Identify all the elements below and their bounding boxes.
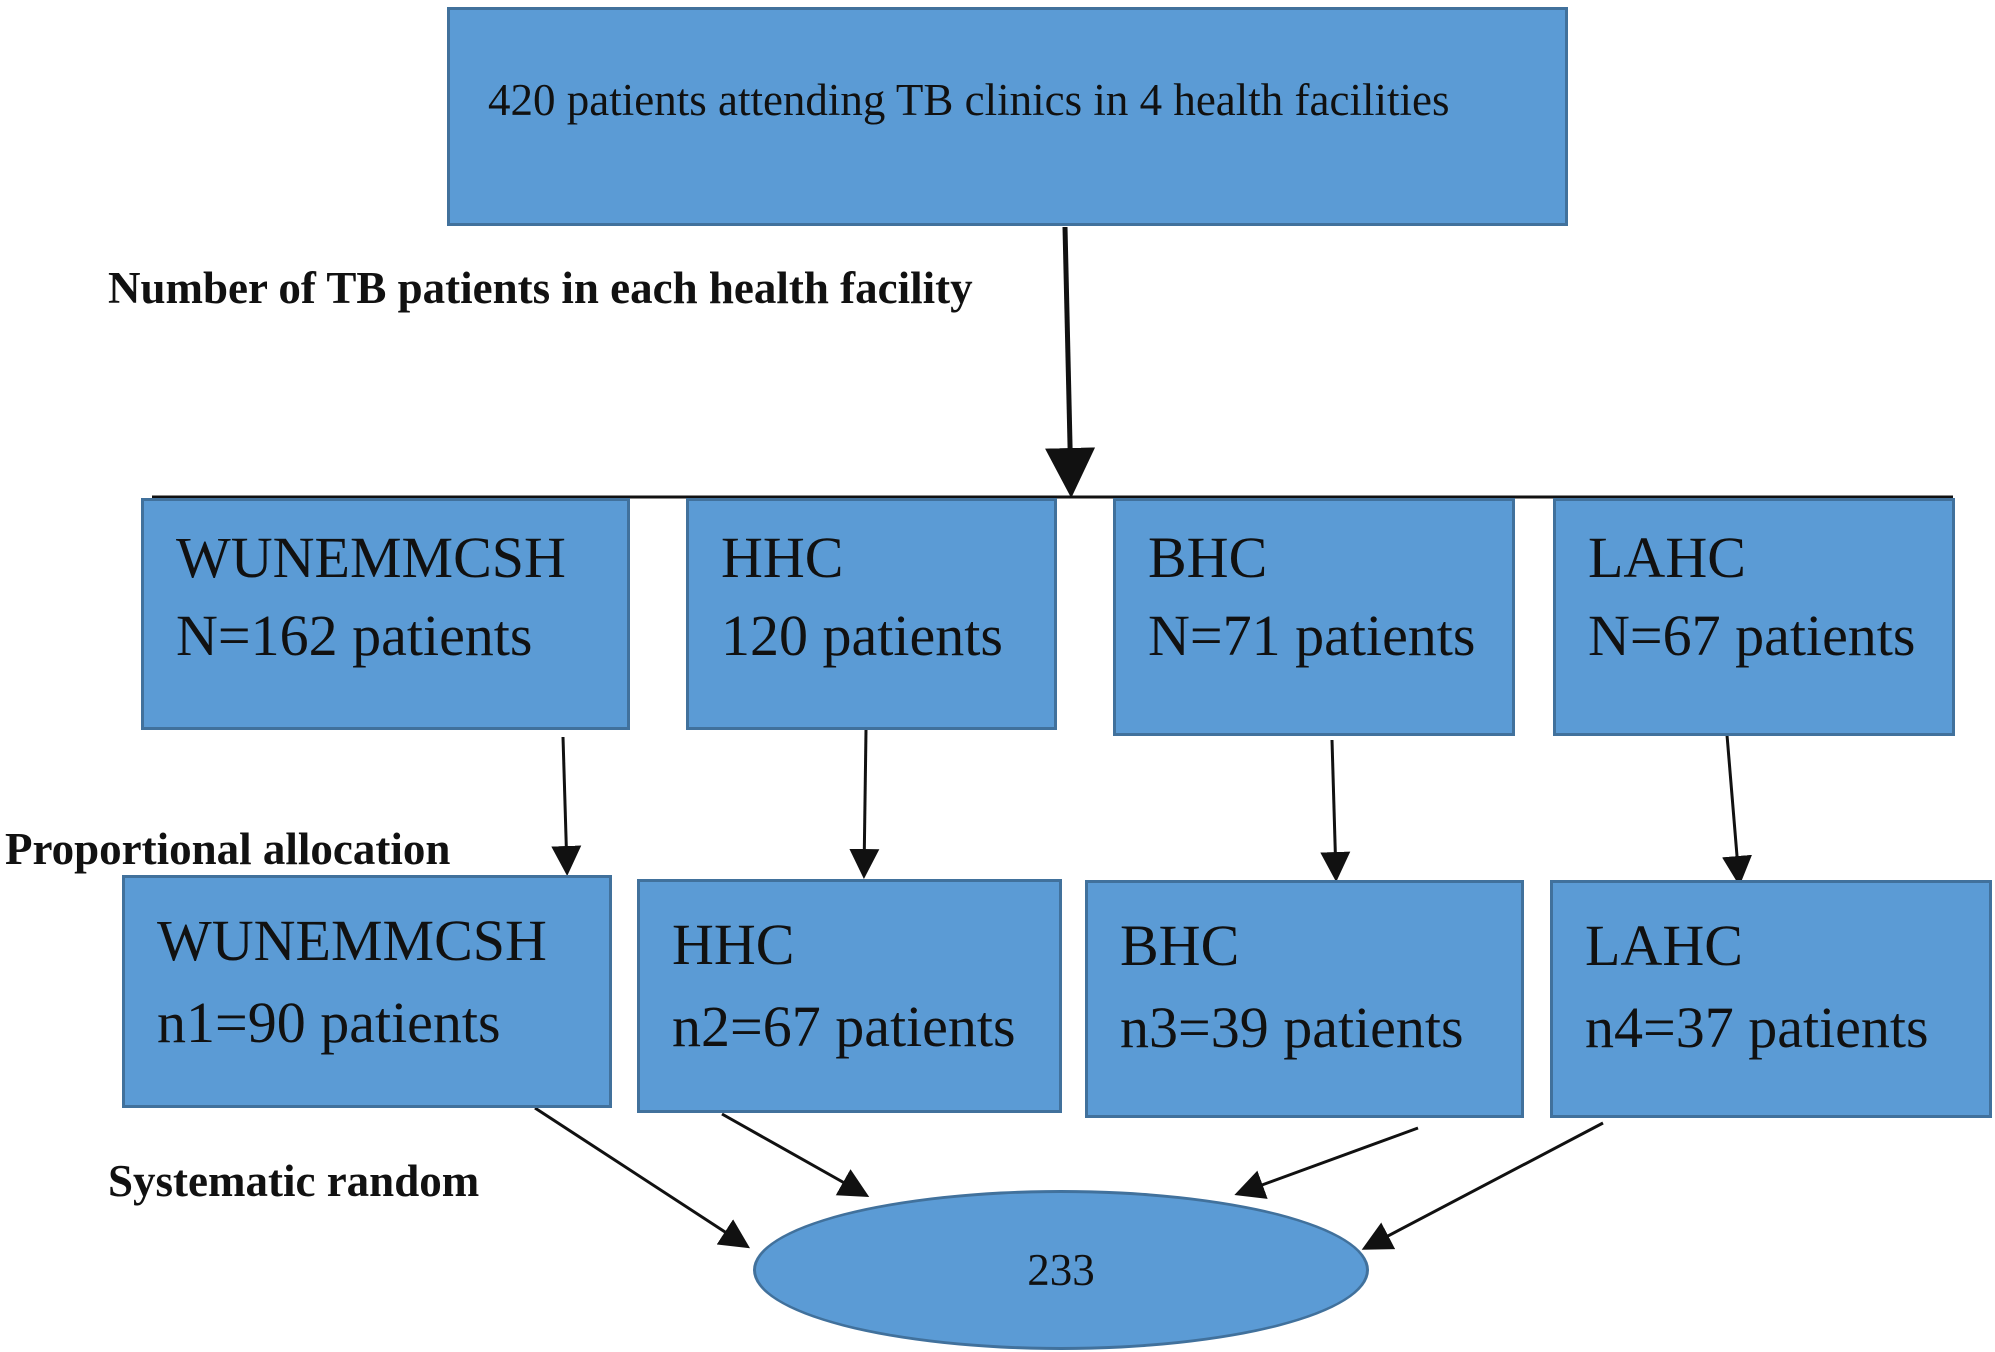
arrow-lahc-allocation [1722, 734, 1752, 886]
label-systematic-random: Systematic random [108, 1156, 480, 1206]
facility-box-lahc: LAHC N=67 patients [1553, 498, 1955, 736]
total-population-text: 420 patients attending TB clinics in 4 h… [488, 75, 1450, 125]
facility-box-hhc: HHC 120 patients [686, 498, 1057, 730]
arrow-top-to-facilities [1045, 226, 1096, 498]
facility-count: N=162 patients [176, 603, 533, 668]
total-sample-ellipse [753, 1190, 1369, 1350]
facility-name: HHC [721, 525, 844, 590]
arrow-wunemmcsh-allocation [551, 736, 582, 876]
arrow-lahc-total [1361, 1121, 1604, 1250]
arrow-bhc-allocation [1320, 739, 1351, 882]
label-facility-count: Number of TB patients in each health fac… [108, 263, 973, 313]
allocation-box-hhc: HHC n2=67 patients [637, 879, 1062, 1113]
arrow-wunemmcsh-total [534, 1106, 751, 1249]
facility-box-bhc: BHC N=71 patients [1113, 498, 1515, 736]
arrow-hhc-allocation [849, 729, 880, 879]
facility-count: N=71 patients [1148, 603, 1476, 668]
label-proportional-allocation: Proportional allocation [5, 824, 451, 874]
allocation-name: LAHC [1585, 913, 1743, 978]
allocation-box-bhc: BHC n3=39 patients [1085, 880, 1524, 1118]
allocation-box-wunemmcsh: WUNEMMCSH n1=90 patients [122, 875, 612, 1108]
facility-name: BHC [1148, 525, 1268, 590]
allocation-box-lahc: LAHC n4=37 patients [1550, 880, 1992, 1118]
total-population-box: 420 patients attending TB clinics in 4 h… [447, 7, 1568, 226]
allocation-count: n3=39 patients [1120, 995, 1464, 1060]
allocation-name: HHC [672, 912, 795, 977]
facility-count: N=67 patients [1588, 603, 1916, 668]
facility-name: WUNEMMCSH [176, 525, 566, 590]
facility-name: LAHC [1588, 525, 1746, 590]
allocation-count: n2=67 patients [672, 994, 1016, 1059]
total-sample-text: 233 [1027, 1245, 1095, 1295]
arrow-bhc-total [1234, 1126, 1419, 1199]
allocation-count: n4=37 patients [1585, 995, 1929, 1060]
arrow-hhc-total [721, 1112, 870, 1197]
facility-box-wunemmcsh: WUNEMMCSH N=162 patients [141, 498, 630, 730]
facility-count: 120 patients [721, 603, 1003, 668]
allocation-name: BHC [1120, 913, 1240, 978]
allocation-count: n1=90 patients [157, 990, 501, 1055]
allocation-name: WUNEMMCSH [157, 908, 547, 973]
